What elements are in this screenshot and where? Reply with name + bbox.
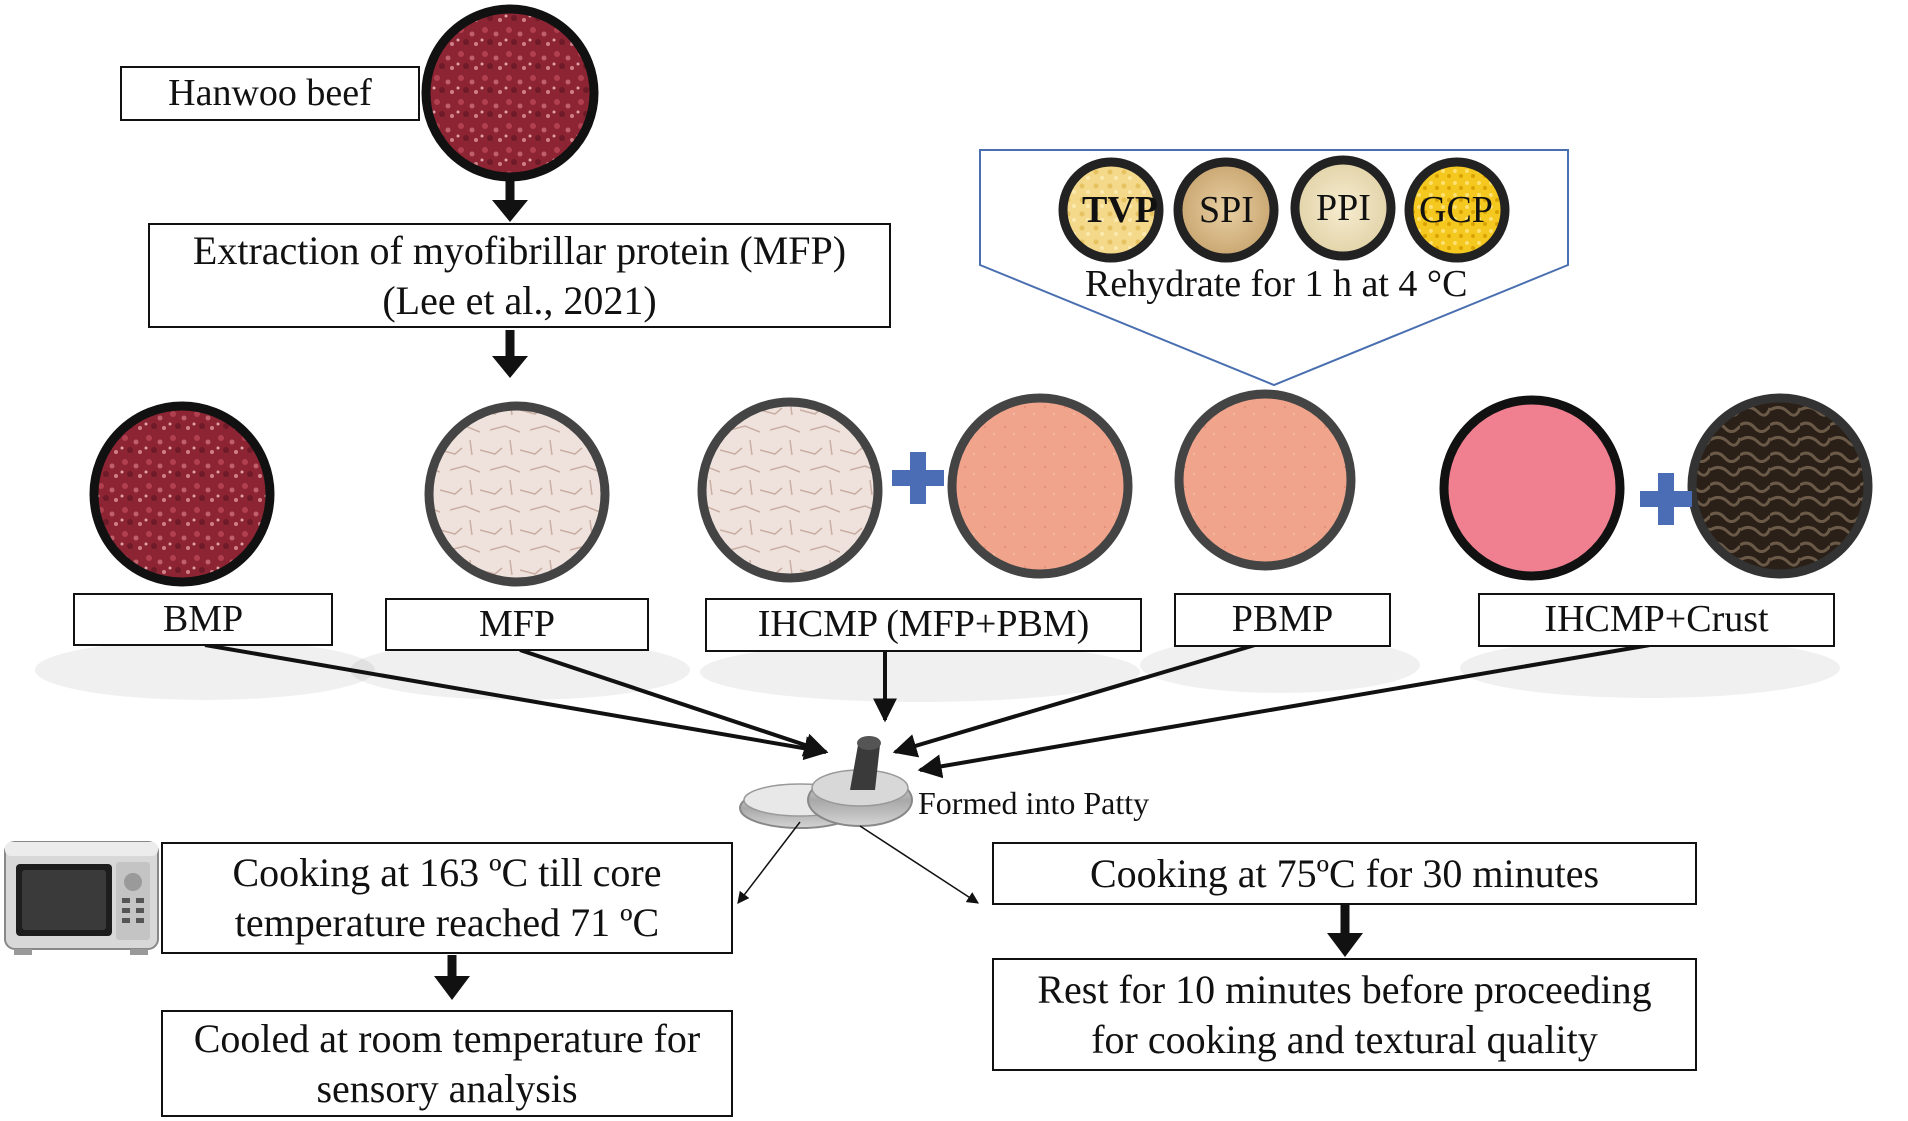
rest-line2: for cooking and textural quality [1091,1016,1598,1062]
spi-image [1173,157,1279,263]
ihcmp-pbm-image [947,393,1133,579]
ihcmp-mfp-image [697,397,883,583]
gcp-label: GCP [1419,189,1493,231]
pbmp-label: PBMP [1174,593,1391,647]
mfp-image [424,401,610,587]
ppi-label: PPI [1316,187,1371,229]
plus-icon [1640,473,1692,525]
ihcmp-label: IHCMP (MFP+PBM) [705,598,1142,652]
patty-press-icon [739,736,913,829]
cooling-line1: Cooled at room temperature for [193,1015,701,1061]
left-cooking-box: Cooking at 163 ºC till core temperature … [161,842,733,954]
ihcmp-paste-image [1439,395,1625,581]
ihcmp-crust-label: IHCMP+Crust [1478,593,1835,647]
left-cooking-line2: temperature reached 71 ºC [234,900,660,945]
pbmp-text: PBMP [1231,598,1334,641]
formed-into-patty-label: Formed into Patty [918,785,1150,821]
pbmp-image [1174,389,1356,571]
left-cooking-line1: Cooking at 163 ºC till core [232,850,662,895]
rest-box: Rest for 10 minutes before proceeding fo… [992,958,1697,1071]
rehydrate-note: Rehydrate for 1 h at 4 °C [1085,263,1468,305]
extraction-box: Extraction of myofibrillar protein (MFP)… [148,223,891,328]
bmp-label: BMP [73,593,333,646]
right-cooking-text: Cooking at 75ºC for 30 minutes [1089,850,1600,896]
ppi-image [1290,155,1396,261]
hanwoo-beef-image [421,4,599,182]
plus-icon [892,452,944,504]
cooling-box: Cooled at room temperature for sensory a… [161,1010,733,1117]
ihcmp-text: IHCMP (MFP+PBM) [757,603,1090,646]
extraction-line1: Extraction of myofibrillar protein (MFP) [192,227,847,273]
tvp-label: TVP [1082,189,1158,231]
mfp-label: MFP [385,598,649,651]
mfp-text: MFP [478,602,556,645]
spi-label: SPI [1199,189,1254,231]
bmp-text: BMP [162,597,244,640]
microwave-icon [4,841,159,955]
ihcmp-crust-text: IHCMP+Crust [1544,598,1769,641]
crust-image [1687,393,1873,579]
bmp-image [89,401,275,587]
gcp-image [1404,157,1510,263]
hanwoo-beef-text: Hanwoo beef [168,71,372,114]
cooling-line2: sensory analysis [316,1065,578,1111]
extraction-line2: (Lee et al., 2021) [382,277,657,323]
tvp-image [1058,157,1164,263]
hanwoo-beef-label: Hanwoo beef [120,66,420,121]
rest-line1: Rest for 10 minutes before proceeding [1037,966,1652,1012]
right-cooking-box: Cooking at 75ºC for 30 minutes [992,842,1697,905]
